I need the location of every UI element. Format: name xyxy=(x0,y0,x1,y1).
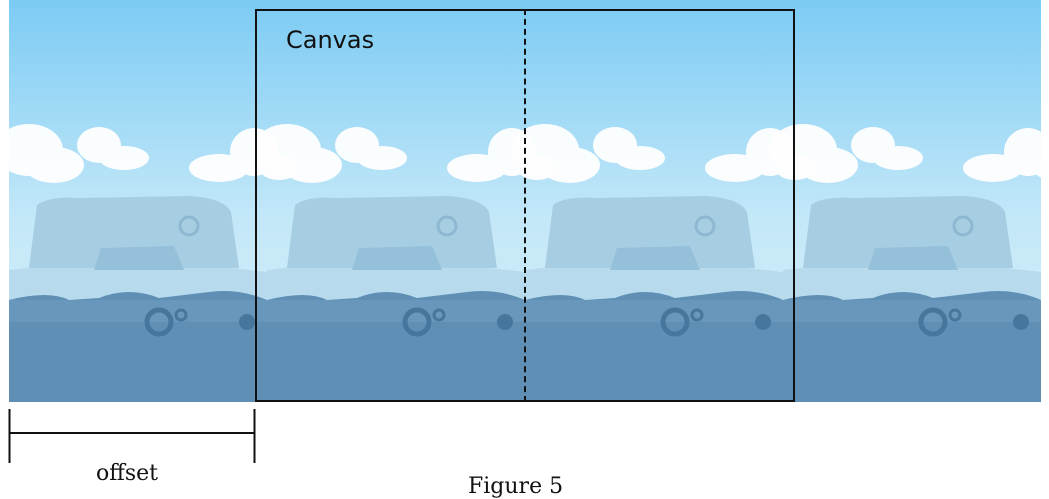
offset-label: offset xyxy=(96,461,158,486)
canvas-label: Canvas xyxy=(286,26,374,54)
offset-bracket-icon xyxy=(8,409,256,463)
canvas-center-dashed-line xyxy=(524,9,526,402)
figure-caption: Figure 5 xyxy=(468,474,563,499)
